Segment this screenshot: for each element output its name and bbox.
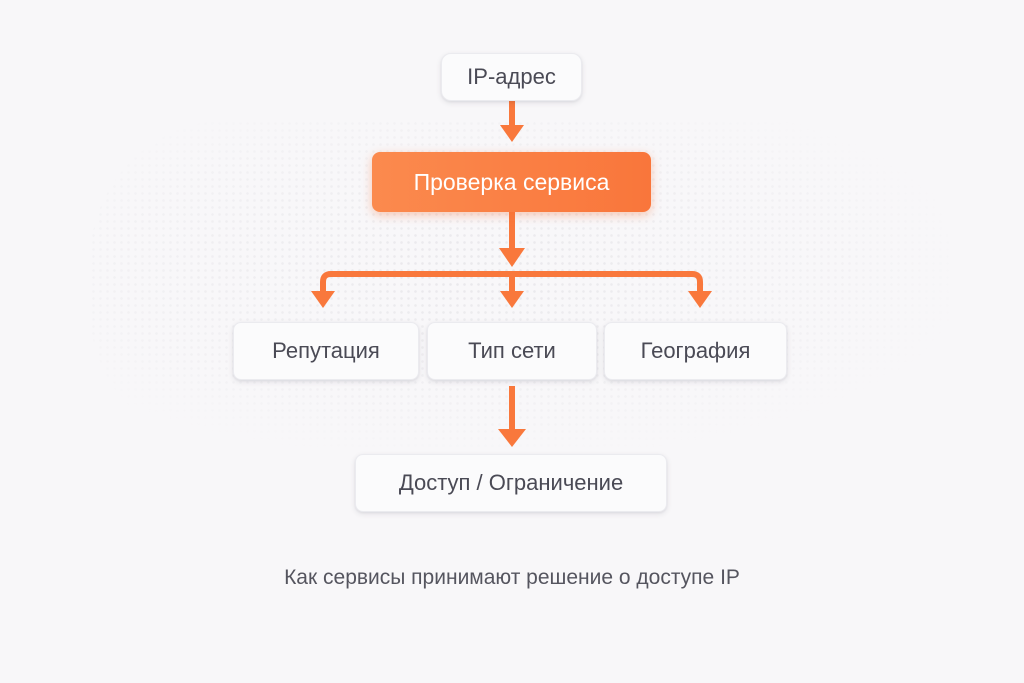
ip-address-label: IP-адрес: [467, 64, 556, 89]
reputation-node: Репутация: [233, 322, 419, 380]
ip-address-node: IP-адрес: [441, 53, 582, 101]
service-check-node: Проверка сервиса: [372, 152, 651, 212]
network-type-label: Тип сети: [468, 338, 556, 363]
geography-label: География: [640, 338, 751, 363]
access-restriction-node: Доступ / Ограничение: [355, 454, 667, 512]
access-restriction-label: Доступ / Ограничение: [398, 470, 624, 495]
service-check-label: Проверка сервиса: [413, 168, 610, 195]
reputation-label: Репутация: [272, 338, 380, 363]
diagram-caption: Как сервисы принимают решение о доступе …: [284, 566, 740, 589]
geography-node: География: [604, 322, 787, 380]
network-type-node: Тип сети: [427, 322, 597, 380]
